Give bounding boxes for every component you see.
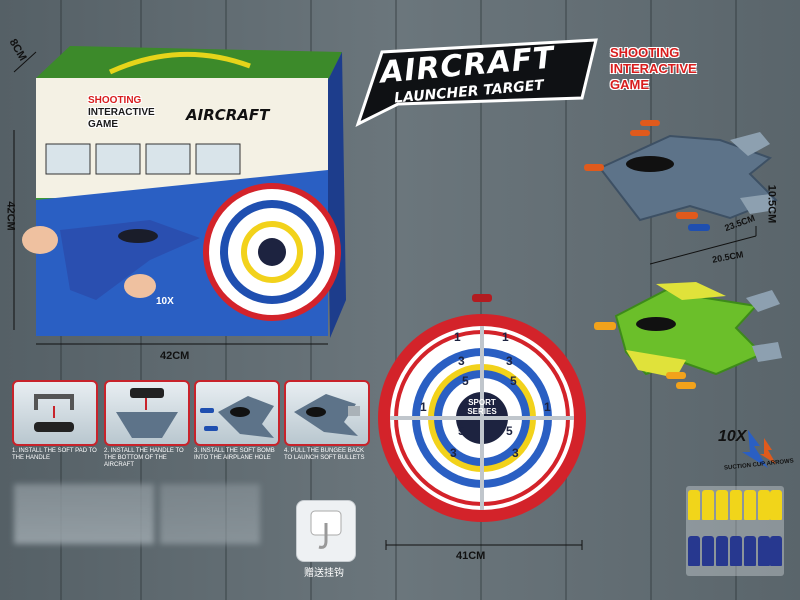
target-number: 1 bbox=[454, 330, 461, 344]
blue-dart bbox=[770, 536, 782, 566]
green-plane bbox=[594, 282, 782, 389]
yellow-dart bbox=[730, 490, 742, 520]
target-dim-label: 41CM bbox=[456, 550, 486, 562]
dart-target bbox=[378, 294, 586, 522]
target-number: 1 bbox=[544, 400, 551, 414]
step-1-image bbox=[12, 380, 98, 446]
blue-dart bbox=[702, 536, 714, 566]
tagline-line2: INTERACTIVE bbox=[610, 61, 697, 76]
hook-image bbox=[296, 500, 356, 562]
box-tagline-1: SHOOTING bbox=[88, 95, 142, 106]
gray-plane bbox=[584, 120, 778, 231]
target-dimension-line bbox=[385, 540, 583, 550]
blue-dart bbox=[716, 536, 728, 566]
target-number: 1 bbox=[502, 330, 509, 344]
target-number: 1 bbox=[420, 400, 427, 414]
yellow-dart bbox=[758, 490, 770, 520]
dart-pack bbox=[686, 486, 784, 576]
target-number: 5 bbox=[458, 424, 465, 438]
tagline-line3: GAME bbox=[610, 77, 649, 92]
yellow-dart bbox=[688, 490, 700, 520]
plank-line bbox=[735, 0, 737, 600]
hook-label: 赠送挂钩 bbox=[304, 568, 344, 579]
box-suction-count: 10X bbox=[156, 296, 174, 307]
yellow-dart bbox=[744, 490, 756, 520]
blue-dart bbox=[730, 536, 742, 566]
step-4-caption: 4. PULL THE BUNGEE BACK TO LAUNCH SOFT B… bbox=[284, 448, 365, 461]
yellow-dart bbox=[716, 490, 728, 520]
target-center-label: SPORT SERIES bbox=[466, 398, 498, 416]
blue-dart bbox=[744, 536, 756, 566]
target-number: 3 bbox=[450, 446, 457, 460]
yellow-dart bbox=[770, 490, 782, 520]
plank-line bbox=[565, 0, 567, 600]
yellow-dart bbox=[702, 490, 714, 520]
blurred-info-block bbox=[160, 484, 260, 544]
target-center-line2: SERIES bbox=[467, 407, 497, 416]
step-4-image bbox=[284, 380, 370, 446]
target-number: 5 bbox=[506, 424, 513, 438]
blurred-info-block bbox=[14, 484, 154, 544]
plane-dimension-lines bbox=[650, 226, 757, 265]
target-number: 5 bbox=[462, 374, 469, 388]
step-1-caption: 1. INSTALL THE SOFT PAD TO THE HANDLE bbox=[12, 448, 97, 461]
blue-dart bbox=[758, 536, 770, 566]
step-2-caption: 2. INSTALL THE HANDLE TO THE BOTTOM OF T… bbox=[104, 448, 184, 468]
suction-badge-icon bbox=[742, 430, 776, 468]
blue-dart bbox=[688, 536, 700, 566]
plank-line bbox=[395, 0, 397, 600]
step-3-image bbox=[194, 380, 280, 446]
target-number: 3 bbox=[458, 354, 465, 368]
box-logo-title: AIRCRAFT bbox=[186, 106, 270, 124]
suction-badge-count: 10X bbox=[718, 428, 747, 445]
tagline-line1: SHOOTING bbox=[610, 45, 680, 60]
target-center-line1: SPORT bbox=[468, 398, 496, 407]
target-number: 5 bbox=[510, 374, 517, 388]
plane-height-label: 10.5CM bbox=[765, 184, 778, 224]
box-height-label: 42CM bbox=[4, 201, 17, 231]
box-tagline-3: GAME bbox=[88, 119, 118, 130]
step-2-image bbox=[104, 380, 190, 446]
step-3-caption: 3. INSTALL THE SOFT BOMB INTO THE AIRPLA… bbox=[194, 448, 275, 461]
target-number: 3 bbox=[512, 446, 519, 460]
target-number: 3 bbox=[506, 354, 513, 368]
package-box bbox=[13, 46, 346, 345]
box-width-label: 42CM bbox=[160, 350, 190, 362]
box-tagline-2: INTERACTIVE bbox=[88, 107, 155, 118]
aircraft-logo-banner bbox=[355, 38, 598, 127]
